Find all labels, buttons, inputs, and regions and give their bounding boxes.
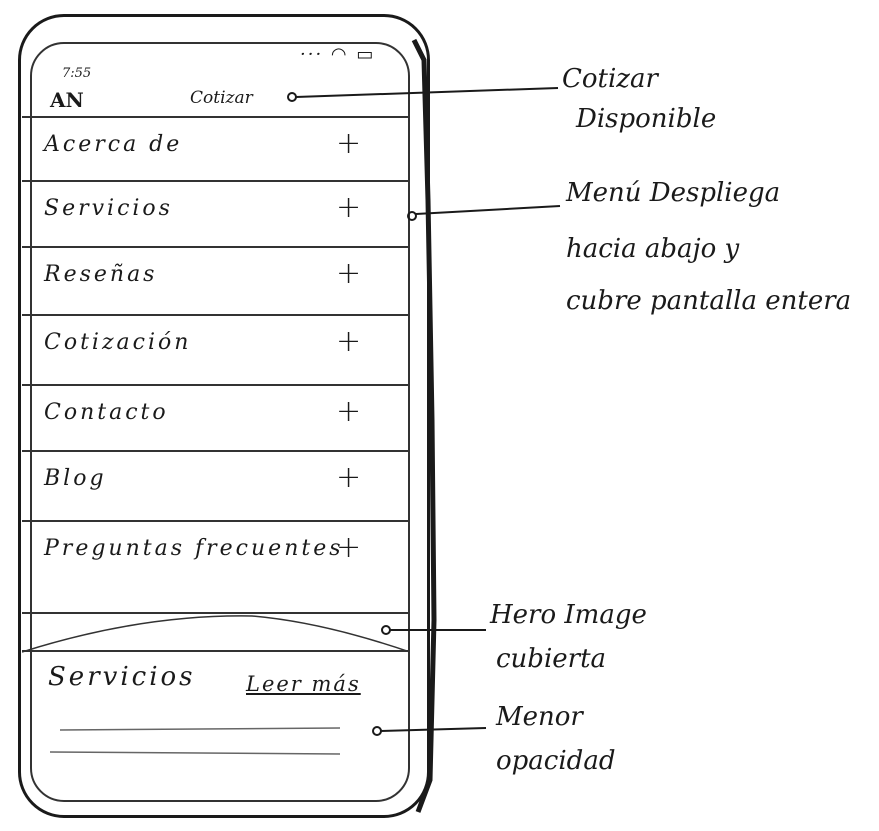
menu-item[interactable]: Servicios +	[22, 180, 410, 240]
menu-item[interactable]: Preguntas frecuentes+	[22, 520, 410, 580]
menu-item-label: Blog	[44, 466, 107, 491]
pointer-dot	[381, 625, 391, 635]
menu-item[interactable]: Blog +	[22, 450, 410, 510]
plus-icon[interactable]: +	[336, 394, 362, 429]
pointer-dot	[407, 211, 417, 221]
phone-shadow	[411, 38, 437, 813]
phone-frame	[18, 14, 430, 818]
pointer-dot	[372, 726, 382, 736]
hero-image-placeholder-icon	[21, 615, 411, 653]
pointer-dot	[287, 92, 297, 102]
plus-icon[interactable]: +	[336, 324, 362, 359]
pointer-line	[415, 205, 561, 215]
menu-item[interactable]: Cotización +	[22, 314, 410, 374]
cotizar-link[interactable]: Cotizar	[190, 88, 253, 108]
plus-icon[interactable]: +	[336, 190, 362, 225]
menu-item-label: Contacto	[44, 400, 169, 425]
plus-icon[interactable]: +	[336, 530, 362, 565]
menu-item[interactable]: Reseñas +	[22, 246, 410, 306]
plus-icon[interactable]: +	[336, 460, 362, 495]
read-more-link[interactable]: Leer más	[246, 672, 361, 696]
menu-item-label: Servicios	[44, 196, 173, 221]
menu-item[interactable]: Acerca de +	[22, 116, 410, 176]
services-title: Servicios	[48, 662, 196, 692]
hero-image-covered	[21, 612, 411, 653]
faded-line	[49, 751, 341, 755]
menu-item-label: Acerca de	[44, 132, 183, 157]
plus-icon[interactable]: +	[336, 126, 362, 161]
menu-item-label: Cotización	[44, 330, 192, 355]
status-time: 7:55	[62, 66, 92, 81]
menu-item[interactable]: Contacto +	[22, 384, 410, 444]
phone-screen	[30, 42, 410, 802]
plus-icon[interactable]: +	[336, 256, 362, 291]
menu-item-label: Preguntas frecuentes	[44, 536, 344, 561]
status-icons: ··· ◠ ▭	[300, 44, 376, 65]
faded-line	[59, 727, 341, 731]
logo: AN	[50, 88, 84, 112]
menu-item-label: Reseñas	[44, 262, 158, 287]
